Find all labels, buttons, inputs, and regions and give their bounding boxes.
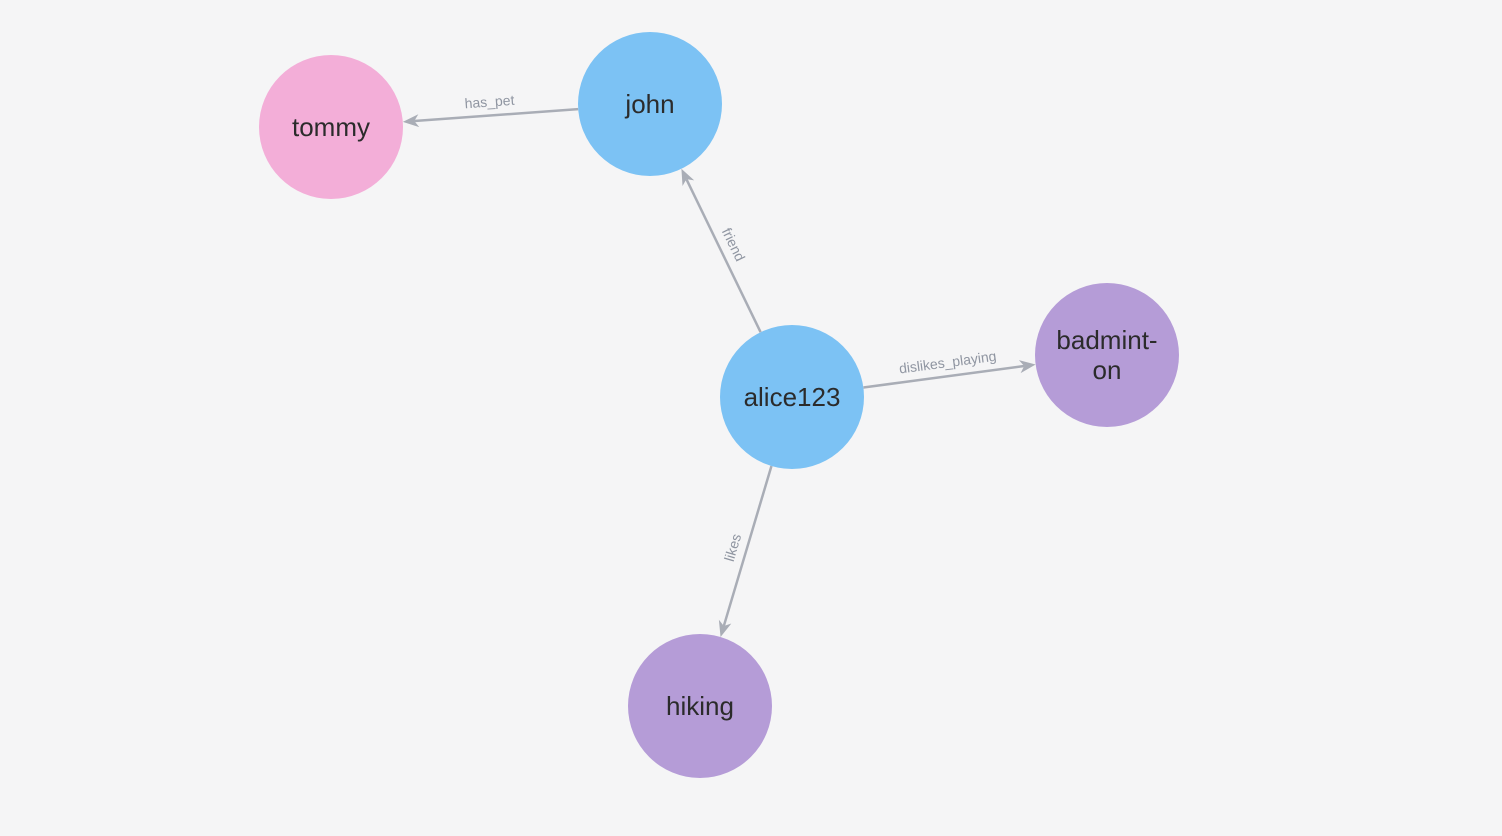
node-circle-tommy[interactable]	[259, 55, 403, 199]
node-john[interactable]: john	[578, 32, 722, 176]
edge-has_pet[interactable]: has_pet	[402, 92, 579, 128]
node-alice123[interactable]: alice123	[720, 325, 864, 469]
edge-friend[interactable]: friend	[681, 168, 762, 333]
edge-line-dislikes_playing[interactable]	[863, 364, 1025, 389]
arrowhead-icon	[402, 114, 420, 128]
arrowhead-icon	[1018, 360, 1036, 374]
node-label-alice123: alice123	[744, 382, 841, 412]
node-label-badminton: badmint-on	[1056, 325, 1157, 385]
node-circle-hiking[interactable]	[628, 634, 772, 778]
edge-line-likes[interactable]	[722, 465, 773, 627]
node-label-tommy: tommy	[292, 112, 370, 142]
arrowhead-icon	[681, 168, 695, 187]
node-circle-alice123[interactable]	[720, 325, 864, 469]
node-tommy[interactable]: tommy	[259, 55, 403, 199]
node-label-hiking: hiking	[666, 691, 734, 721]
node-badminton[interactable]: badmint-on	[1035, 283, 1179, 427]
edge-line-has_pet[interactable]	[414, 107, 579, 123]
node-hiking[interactable]: hiking	[628, 634, 772, 778]
edge-label-likes[interactable]: likes	[721, 532, 744, 563]
node-circle-badminton[interactable]	[1035, 283, 1179, 427]
arrowhead-icon	[718, 619, 732, 637]
edge-likes[interactable]: likes	[718, 465, 773, 637]
edge-line-friend[interactable]	[685, 178, 762, 333]
edge-dislikes_playing[interactable]: dislikes_playing	[863, 348, 1036, 389]
node-circle-john[interactable]	[578, 32, 722, 176]
node-label-john: john	[624, 89, 674, 119]
edge-label-has_pet[interactable]: has_pet	[464, 92, 515, 112]
